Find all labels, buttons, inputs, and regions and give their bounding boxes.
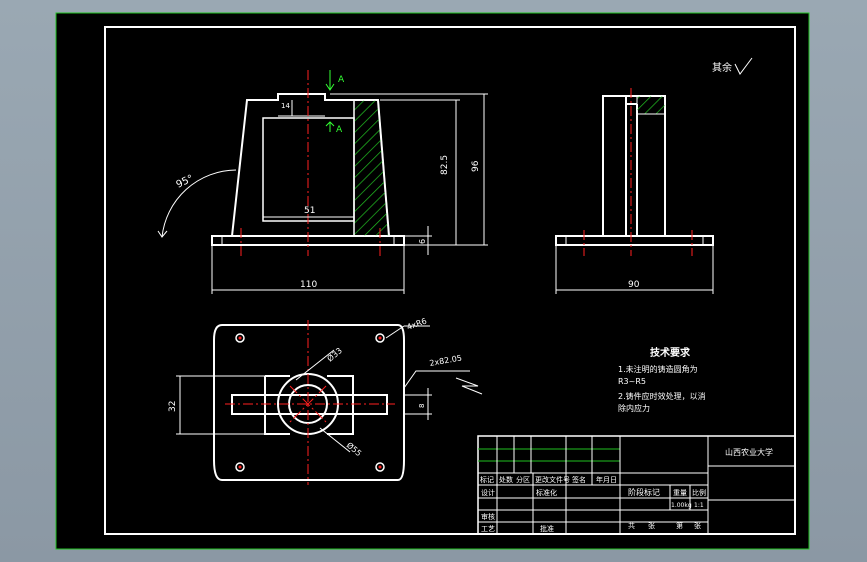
sheet-label-2: 张	[694, 521, 701, 530]
angle-dimension	[157, 169, 237, 238]
front-centerlines	[240, 70, 381, 256]
section-label-bottom: A	[336, 125, 343, 135]
side-width-dim-text: 90	[628, 280, 640, 290]
top-step-dim-text: 14	[281, 102, 290, 110]
sheet-label: 张	[648, 521, 655, 530]
height-total-dim-text: 96	[471, 160, 481, 172]
side-hatch	[636, 95, 666, 115]
drawing-canvas	[55, 12, 810, 550]
height-inner-dim-text: 82.5	[440, 155, 450, 175]
width-dimension	[211, 246, 405, 294]
plan-height-dim-text: 32	[168, 401, 178, 412]
row-label-date: 年月日	[596, 475, 617, 484]
width-dim-text: 110	[300, 280, 317, 290]
height-dimensions	[291, 93, 488, 255]
mounting-holes	[235, 333, 385, 472]
hole-centers	[238, 336, 382, 469]
scale-label: 比例	[692, 488, 706, 497]
rib-width-dim-text: 8	[418, 404, 426, 408]
sheet-no-label: 第	[676, 521, 683, 530]
stage-mark-label: 阶段标记	[628, 487, 660, 497]
school-name: 山西农业大学	[725, 447, 773, 457]
side-width-dimension	[555, 246, 714, 294]
title-block	[477, 435, 796, 535]
base-thickness-dim-text: 6	[418, 239, 427, 244]
process-label: 工艺	[481, 525, 495, 533]
section-hatch	[353, 99, 390, 237]
row-label-change-doc: 更改文件号	[535, 475, 570, 484]
tech-line-2: R3~R5	[618, 377, 646, 386]
section-arrow	[325, 70, 335, 132]
surface-finish-note: 其余	[712, 61, 732, 74]
tech-line-4: 除内应力	[618, 403, 650, 413]
tech-line-1: 1.未注明的铸造圆角为	[618, 364, 698, 374]
side-centerlines	[583, 88, 693, 256]
tech-title: 技术要求	[650, 346, 691, 359]
weight-label: 重量	[673, 489, 687, 497]
section-label-top: A	[338, 75, 345, 85]
top-centerlines	[225, 320, 395, 485]
approve-label: 批准	[540, 524, 554, 533]
row-label-count: 处数	[499, 475, 513, 484]
row-label-sign: 签名	[572, 475, 586, 484]
inner-width-dim-text: 51	[304, 206, 315, 216]
row-label-mark: 标记	[480, 475, 494, 484]
total-sheets-label: 共	[628, 521, 635, 530]
tech-requirements: 技术要求 1.未注明的铸造圆角为 R3~R5 2.铸件应时效处理，以消 除内应力	[618, 346, 706, 413]
standardize-label: 标准化	[536, 488, 557, 497]
top-view-dimensions	[176, 325, 483, 453]
tech-line-3: 2.铸件应时效处理，以消	[618, 391, 706, 401]
sheet-frame	[104, 26, 796, 535]
weight-value: 1.00kg	[671, 502, 692, 509]
review-label: 审核	[481, 512, 495, 521]
row-label-zone: 分区	[516, 475, 530, 484]
roughness-icon	[734, 57, 753, 75]
scale-value: 1:1	[694, 502, 704, 509]
design-label: 设计	[481, 488, 495, 497]
